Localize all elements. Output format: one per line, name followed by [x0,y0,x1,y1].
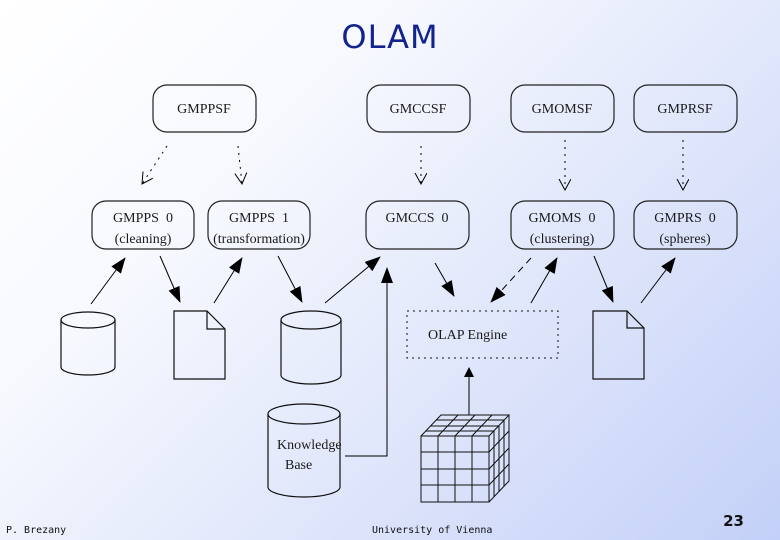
node-gmomsf: GMOMSF [510,84,615,133]
flow-arrow [90,257,126,305]
database-icon [60,311,116,376]
flow-arrow [324,256,381,304]
create-arrow [142,145,168,184]
flow-arrow [530,257,558,304]
node-label: GMOMS 0 [529,211,596,226]
footer-author: P. Brezany [6,525,67,536]
node-sublabel: (spheres) [659,232,711,247]
node-gmprsf: GMPRSF [633,84,738,133]
node-label: GMCCS 0 [385,211,448,226]
node-sublabel: (clustering) [530,232,595,247]
node-gmprs0: GMPRS 0 (spheres) [633,200,738,250]
node-gmppsf: GMPPSF [152,84,257,133]
node-sublabel: (transformation) [213,232,305,247]
data-flow-arrows [90,255,676,457]
flow-arrow [434,262,455,297]
node-label: GMPPSF [177,102,231,117]
node-label: GMPPS 1 [229,211,289,226]
node-gmpps0: GMPPS 0 (cleaning) [91,200,195,250]
node-label: GMPRS 0 [654,211,715,226]
document-icon [173,310,226,380]
node-sublabel: (cleaning) [115,232,172,247]
node-label: GMCCSF [390,102,447,117]
flow-arrow [640,257,676,304]
node-gmccsf: GMCCSF [366,84,471,133]
slide-title: OLAM [341,18,439,56]
factory-create-arrows [142,140,683,190]
document-icon [592,310,645,380]
flow-arrow [277,255,303,303]
flow-arrow [213,257,243,304]
olap-engine-label: OLAP Engine [428,328,507,343]
node-label: GMPRSF [657,102,712,117]
kb-link [345,270,388,457]
knowledge-base-label: Knowledge [277,438,342,453]
node-label: GMPPS 0 [113,211,173,226]
flow-arrow [593,255,614,303]
data-cube-icon [420,414,511,503]
olap-engine: OLAP Engine [406,310,559,359]
node-gmccs0: GMCCS 0 [365,200,470,250]
footer-institution: University of Vienna [372,525,493,536]
knowledge-base-label: Base [285,458,312,473]
node-label: GMOMSF [532,102,593,117]
page-number: 23 [723,512,744,530]
flow-arrow [159,255,181,303]
database-icon [280,310,342,385]
knowledge-base: Knowledge Base [267,403,342,498]
flow-arrow-dashed [490,257,532,303]
node-gmpps1: GMPPS 1 (transformation) [207,200,311,250]
node-gmoms0: GMOMS 0 (clustering) [510,200,615,250]
create-arrow [238,145,242,184]
